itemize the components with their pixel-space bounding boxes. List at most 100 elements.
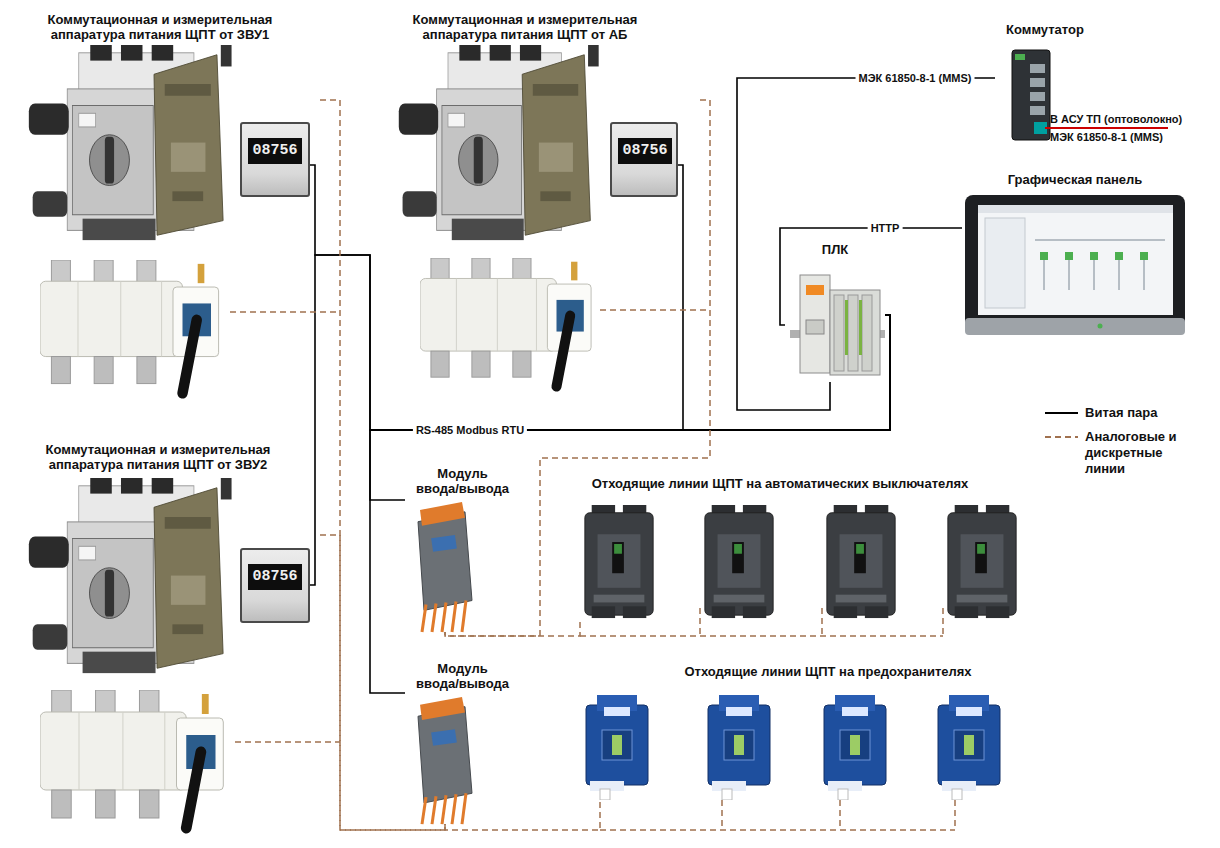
circuit-breaker bbox=[585, 505, 653, 618]
plc-device bbox=[806, 320, 824, 334]
circuit-breaker bbox=[948, 505, 1016, 618]
hmi-panel bbox=[965, 318, 1185, 335]
switch-device bbox=[1030, 78, 1045, 87]
circuit-breaker bbox=[827, 505, 895, 618]
panel-meter: 08756 bbox=[240, 122, 310, 197]
signal-wire bbox=[821, 608, 823, 636]
fiber-line bbox=[1045, 127, 1168, 129]
device-group: Коммутационная и измерительная аппаратур… bbox=[385, 8, 700, 400]
signal-line bbox=[445, 802, 600, 830]
device-group: Коммутационная и измерительная аппаратур… bbox=[20, 438, 320, 838]
hmi-panel bbox=[1115, 252, 1123, 260]
main-breaker bbox=[29, 478, 232, 673]
legend-text: Витая пара bbox=[1085, 405, 1200, 421]
breaker-feeders: Отходящие линии ЩПТ на автоматических вы… bbox=[560, 472, 1000, 622]
panel-meter: 08756 bbox=[610, 122, 678, 197]
main-breaker bbox=[399, 45, 599, 240]
meter-reading: 08756 bbox=[618, 138, 672, 164]
fuse-holder bbox=[938, 695, 1000, 800]
node-heading: Отходящие линии ЩПТ на автоматических вы… bbox=[560, 476, 1000, 491]
load-switch bbox=[40, 690, 223, 828]
plc-device bbox=[859, 300, 862, 355]
graphic-panel: Графическая панель bbox=[962, 168, 1188, 338]
hmi-panel bbox=[978, 205, 1173, 315]
node-heading: Графическая панель bbox=[962, 172, 1188, 187]
plc-device bbox=[848, 295, 858, 371]
node-heading: Модуль ввода/вывода bbox=[415, 661, 510, 691]
hmi-panel bbox=[1144, 260, 1145, 290]
signal-wire bbox=[580, 635, 943, 637]
plc-device bbox=[834, 295, 844, 371]
device-group: Коммутационная и измерительная аппаратур… bbox=[20, 8, 320, 415]
hmi-panel bbox=[1065, 252, 1073, 260]
plc-device bbox=[806, 285, 824, 295]
hmi-panel bbox=[1069, 260, 1070, 290]
edge-label: HTTP bbox=[868, 222, 903, 235]
signal-wire bbox=[600, 829, 955, 831]
switch-device bbox=[1015, 54, 1025, 60]
fuse-holder bbox=[824, 695, 886, 800]
fuse-holder bbox=[708, 695, 770, 800]
switch-device bbox=[1030, 106, 1045, 115]
signal-line bbox=[445, 622, 580, 636]
meter-reading: 08756 bbox=[248, 138, 302, 164]
signal-wire bbox=[942, 608, 944, 636]
legend-sample bbox=[1045, 412, 1078, 414]
plc-device bbox=[845, 300, 848, 355]
edge-label: RS-485 Modbus RTU bbox=[413, 424, 527, 437]
plc-device bbox=[830, 290, 880, 375]
switch-device bbox=[1030, 92, 1045, 101]
circuit-breaker bbox=[705, 505, 773, 618]
edge-label: МЭК 61850-8-1 (MMS) bbox=[856, 72, 975, 85]
hmi-panel bbox=[978, 205, 1173, 213]
io-module-body bbox=[418, 697, 472, 824]
signal-wire bbox=[235, 741, 340, 743]
node-heading: Коммутационная и измерительная аппаратур… bbox=[33, 442, 283, 472]
line-note: В АСУ ТП (оптоволокно) bbox=[1050, 113, 1182, 126]
signal-wire bbox=[230, 311, 340, 313]
io-module: Модуль ввода/вывода bbox=[405, 657, 520, 824]
node-heading: Коммутационная и измерительная аппаратур… bbox=[35, 12, 285, 42]
hmi-panel bbox=[1035, 240, 1165, 241]
hmi-panel bbox=[1119, 260, 1120, 290]
hmi-panel bbox=[1044, 260, 1045, 290]
signal-wire bbox=[839, 800, 841, 830]
hmi-panel bbox=[1090, 252, 1098, 260]
switch-device bbox=[1030, 64, 1045, 73]
signal-wire bbox=[230, 310, 955, 830]
hmi-panel bbox=[1098, 324, 1103, 329]
signal-wire bbox=[721, 800, 723, 830]
hmi-panel bbox=[1140, 252, 1148, 260]
fuse-feeders: Отходящие линии ЩПТ на предохранителях bbox=[578, 660, 1078, 802]
legend-sample bbox=[1045, 413, 1078, 437]
load-switch bbox=[420, 258, 591, 386]
io-module-body bbox=[418, 502, 472, 632]
line-note: МЭК 61850-8-1 (MMS) bbox=[1050, 131, 1163, 144]
load-switch bbox=[40, 260, 219, 393]
legend-text: Аналоговые и дискретные линии bbox=[1085, 429, 1200, 477]
hmi-panel bbox=[965, 195, 1185, 335]
main-breaker bbox=[29, 45, 232, 240]
node-heading: ПЛК bbox=[785, 242, 885, 257]
plc-device bbox=[862, 295, 872, 371]
twisted-pair-line bbox=[737, 78, 995, 410]
node-heading: Отходящие линии ЩПТ на предохранителях bbox=[578, 664, 1078, 679]
plc-device bbox=[800, 275, 830, 373]
twisted-pair-line bbox=[310, 165, 890, 430]
meter-reading: 08756 bbox=[248, 564, 302, 590]
hmi-panel bbox=[965, 195, 1185, 335]
plc-controller: ПЛК bbox=[785, 238, 885, 382]
fuse-holder bbox=[586, 695, 648, 800]
io-module: Модуль ввода/вывода bbox=[405, 462, 520, 632]
hmi-panel bbox=[1094, 260, 1095, 290]
node-heading: Модуль ввода/вывода bbox=[415, 466, 510, 496]
plc-device bbox=[790, 275, 885, 375]
signal-wire bbox=[699, 608, 701, 636]
node-heading: Коммутационная и измерительная аппаратур… bbox=[400, 12, 650, 42]
hmi-panel bbox=[985, 218, 1025, 308]
hmi-panel bbox=[1040, 252, 1048, 260]
signal-wire bbox=[600, 309, 710, 311]
switch-device bbox=[1012, 50, 1050, 140]
